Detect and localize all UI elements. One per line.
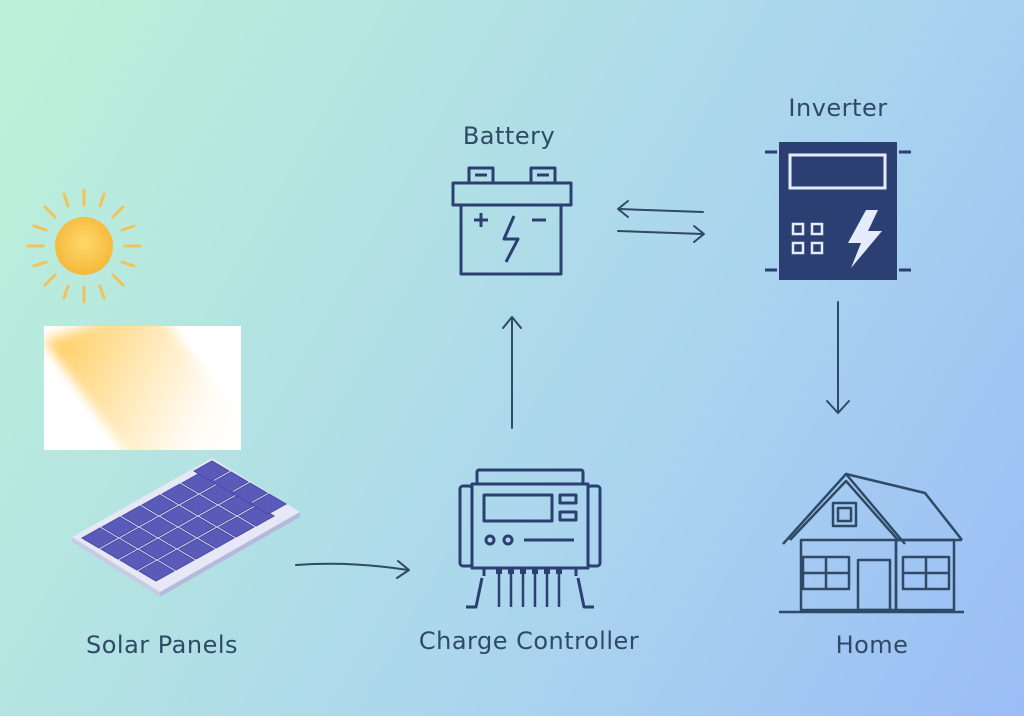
solar-panels-label: Solar Panels	[85, 631, 239, 659]
sun-icon	[26, 188, 142, 304]
inverter-icon	[765, 142, 911, 280]
charge-controller-label: Charge Controller	[418, 627, 640, 655]
home-icon	[779, 472, 964, 614]
solar-panel-icon	[72, 458, 300, 597]
sunlight-beam	[44, 326, 241, 450]
home-label: Home	[835, 631, 909, 659]
arrow-solar-to-controller	[295, 560, 410, 579]
charge-controller-icon	[458, 468, 602, 609]
arrow-battery-to-inverter	[617, 225, 705, 243]
battery-icon	[451, 166, 573, 276]
arrow-inverter-to-home	[826, 301, 850, 414]
battery-label: Battery	[462, 122, 556, 150]
arrow-controller-to-battery	[502, 316, 522, 429]
arrow-inverter-to-battery	[617, 200, 704, 218]
inverter-label: Inverter	[788, 94, 888, 122]
